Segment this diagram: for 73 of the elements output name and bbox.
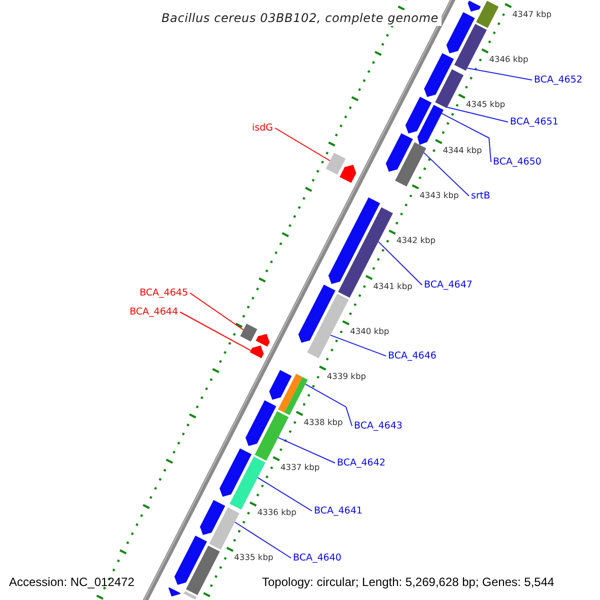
leader-line [190,292,244,330]
gene-block [240,324,258,342]
leader-line [423,152,470,196]
gene-block [338,207,393,298]
gene-block [424,53,454,98]
gene-block [186,546,220,596]
genome-stats-text: Topology: circular; Length: 5,269,628 bp; Genes: 5,544 [262,576,554,588]
gene-block [298,284,336,343]
gene-label: BCA_4644 [130,307,178,317]
leader-line [257,477,312,512]
gene-block [246,400,276,446]
scale-label: 4341 kbp [373,281,412,290]
leader-line [441,113,492,162]
accession-text: Accession: NC_012472 [9,576,134,588]
gene-block [446,12,475,54]
gene-label: srtB [471,191,490,201]
leader-line [278,437,336,464]
leader-line [466,68,532,80]
gene-block [340,164,356,183]
scale-label: 4344 kbp [442,145,482,154]
gene-block [250,334,270,358]
scale-label: 4345 kbp [466,100,506,108]
gene-block [269,370,292,400]
leader-line [378,241,422,286]
scale-label: 4347 kbp [512,10,552,18]
gene-label: BCA_4641 [314,506,362,516]
title: Bacillus cereus 03BB102, complete genome [158,10,442,26]
gene-block [168,587,181,596]
gene-block [417,104,444,145]
gene-block [220,448,252,497]
scale-label: 4340 kbp [350,326,390,336]
gene-block [200,500,226,536]
gene-block [254,411,289,461]
leader-line [234,522,292,558]
gene-block [454,24,487,71]
scale-label: 4336 kbp [257,508,296,516]
leader-line [305,384,352,426]
gene-label: BCA_4640 [293,553,342,563]
gene-label: BCA_4650 [493,157,542,167]
gene-label: BCA_4651 [510,117,558,127]
gene-block [405,96,432,134]
scale-label: 4339 kbp [326,372,366,380]
gene-block [184,590,197,600]
gene-block [284,376,308,416]
gene-block [174,536,207,585]
leader-line [180,312,252,352]
gene-label: isdG [252,123,273,133]
gene-block [307,294,349,358]
scale-label: 4337 kbp [280,462,320,471]
gene-block [435,69,464,108]
gene-block [476,0,499,28]
scale-label: 4343 kbp [420,190,459,200]
scale-label: 4335 kbp [234,553,274,562]
gene-block [395,142,426,186]
leader-line [274,128,330,162]
gene-label: BCA_4642 [337,458,386,468]
gene-label: BCA_4645 [140,288,188,298]
gene-label: BCA_4646 [388,351,436,361]
gene-block [326,152,346,175]
gene-label: BCA_4643 [354,421,402,431]
gene-label: BCA_4652 [534,75,582,85]
scale-label: 4342 kbp [396,236,436,244]
leader-line [446,106,508,122]
gene-block [386,133,413,172]
scale-label: 4338 kbp [304,417,343,426]
leader-line [330,334,386,356]
gene-block [209,507,240,550]
gene-block [328,197,380,284]
gene-block [278,374,302,413]
gene-label: BCA_4647 [424,280,472,290]
scale-label: 4346 kbp [489,54,528,64]
gene-block [230,456,266,510]
gene-block [468,0,481,12]
